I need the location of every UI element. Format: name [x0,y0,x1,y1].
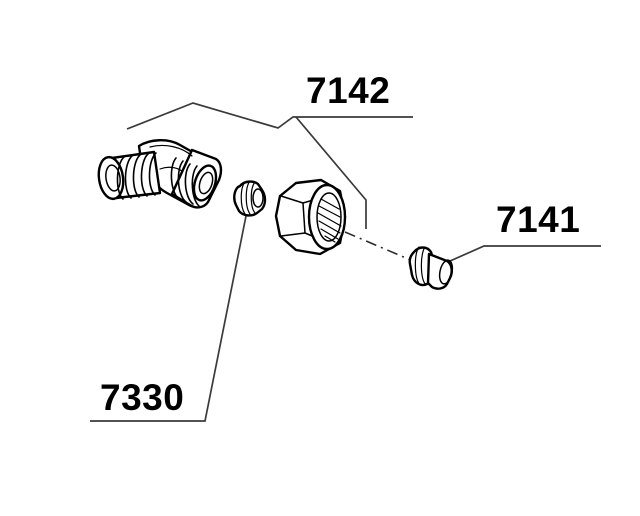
callout-label-7142: 7142 [306,70,390,111]
part-plug-nipple-7141 [408,246,454,290]
ferrule-bore [252,188,264,208]
elbow-right-thread-rings [170,157,200,207]
callout-label-7141: 7141 [496,199,580,240]
leader-lines-group [90,102,601,422]
part-elbow-fitting-7142 [97,139,223,209]
elbow-right-opening-outer [192,164,218,202]
leader-line-7330 [90,210,248,422]
part-hex-coupling-nut-7142 [274,178,347,256]
plug-flange-rings [414,246,427,286]
ferrule-outline [233,180,267,217]
hex-nut-opening-outer [307,183,347,251]
elbow-left-thread-rings [116,152,157,200]
leader-line-7141 [440,245,601,266]
elbow-left-opening-inner [105,164,121,192]
elbow-corner-edge-detail [149,144,193,157]
plug-shank-end-face [438,259,454,285]
hex-nut-bore-inner [316,192,342,242]
callout-label-7330: 7330 [100,377,184,418]
callout-labels-group: 7142 7141 7330 [100,70,580,418]
assembly-centerline-group [344,231,421,265]
leader-line-7142 [126,102,413,130]
assembly-axis-centerline [344,231,421,265]
ferrule-thread-rings [240,180,256,215]
elbow-left-opening-outer [97,155,125,201]
hex-nut-internal-thread-lines [317,198,342,243]
elbow-corner-edge-detail-2 [159,166,183,172]
part-ferrule-olive-7330 [233,180,267,217]
elbow-right-opening-inner [198,171,214,195]
leader-line-7142-branch [295,116,367,229]
